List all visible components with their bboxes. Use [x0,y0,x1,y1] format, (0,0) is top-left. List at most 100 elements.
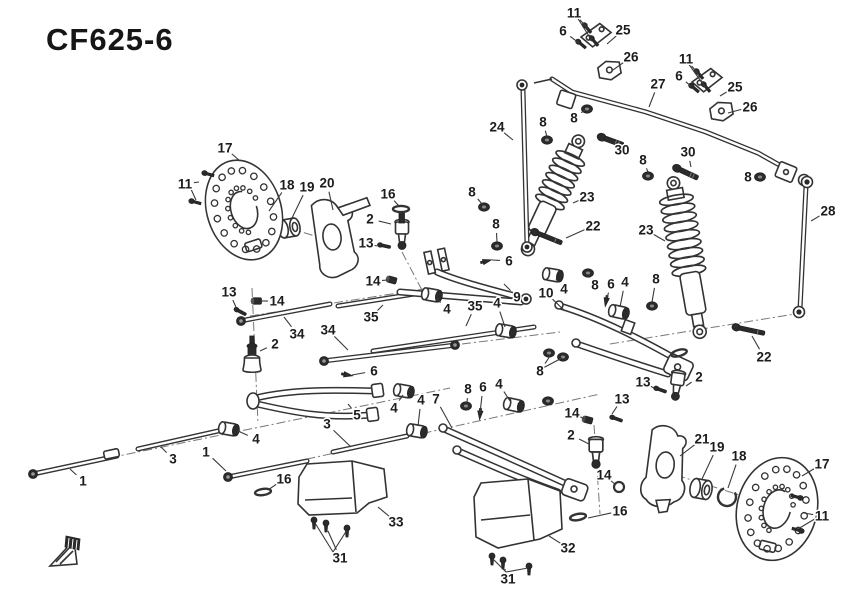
leader-line-19 [701,454,714,480]
leader-line-8 [651,287,655,303]
leader-line-22 [751,335,761,350]
brake-disc-guard-17-left [200,157,288,263]
leader-line-2 [378,220,392,225]
leader-line-11 [803,512,814,516]
leader-line-3 [333,429,352,448]
arm-guard-33 [297,460,388,516]
lower-a-arm-left-5 [246,382,385,423]
part-label-8: 8 [639,153,647,168]
leader-line-2 [578,438,590,445]
part-label-24: 24 [489,120,505,135]
part-label-19: 19 [709,440,724,455]
leader-line-25 [719,91,728,97]
part-label-11: 11 [679,52,694,67]
part-label-34: 34 [320,323,336,338]
part-label-2: 2 [567,428,575,443]
leader-line-8 [588,275,591,278]
leader-line-2 [259,347,268,352]
part-label-3: 3 [323,417,331,432]
part-label-13: 13 [614,392,630,407]
part-label-22: 22 [756,350,771,365]
upper-a-arm-left-9 [396,247,532,306]
leader-line-4 [503,391,511,402]
part-label-8: 8 [536,364,544,379]
leader-line-6 [569,35,580,44]
stabilizer-link-28 [792,175,814,319]
part-label-8: 8 [652,272,660,287]
part-label-35: 35 [467,299,483,314]
part-label-8: 8 [591,278,599,293]
part-label-16: 16 [276,472,292,487]
tie-rod-1-right [223,458,310,482]
leader-line-6 [685,81,693,88]
page-title: CF625-6 [46,22,174,57]
part-label-2: 2 [271,337,279,352]
leader-line-14 [579,416,586,420]
leader-line-8 [495,232,498,243]
part-label-21: 21 [694,432,710,447]
leader-line-16 [393,200,400,207]
part-label-1: 1 [79,474,87,489]
steering-knuckle-21-right [639,425,687,514]
upper-a-arm-right-10 [554,300,694,382]
leader-line-8 [544,355,551,364]
leader-line-33 [377,506,390,517]
leader-line-6 [351,372,366,376]
leader-line-30 [689,160,692,168]
leader-line-26 [612,61,625,71]
leader-line-21 [679,444,696,457]
tie-rod-1-left [28,447,121,479]
leader-line-8 [645,168,649,173]
tie-rod-3-right [330,433,410,455]
part-label-4: 4 [443,302,451,317]
part-label-18: 18 [731,449,747,464]
part-label-17: 17 [814,457,829,472]
part-label-16: 16 [380,187,396,202]
leader-line-32 [548,535,561,544]
part-label-27: 27 [650,77,665,92]
pivot-shaft-35-upper [335,291,417,309]
part-label-6: 6 [370,364,378,379]
part-label-13: 13 [635,375,651,390]
part-label-8: 8 [744,170,752,185]
bar-rubber-block-26-left [596,60,622,81]
leader-line-22 [565,229,585,239]
leader-line-5 [347,403,352,409]
leader-line-7 [439,406,453,429]
leader-line-35 [376,304,384,312]
part-label-13: 13 [358,236,374,251]
leader-line-17 [801,468,815,477]
part-label-4: 4 [493,296,501,311]
hardware-fasteners [187,21,806,576]
part-label-4: 4 [252,432,260,447]
part-label-30: 30 [680,145,695,160]
leader-line-14 [610,480,617,486]
leader-line-6 [479,395,483,414]
tie-rod-3-left [135,428,221,452]
part-label-9: 9 [513,290,521,305]
leader-line-30 [612,141,616,145]
part-label-31: 31 [500,572,516,587]
leader-line-27 [648,92,656,108]
leader-line-4 [555,278,559,283]
bar-rubber-block-26-right [708,101,734,122]
part-label-14: 14 [365,274,381,289]
part-label-28: 28 [820,204,836,219]
leader-line-4 [398,394,404,401]
part-label-33: 33 [388,515,404,530]
leader-line-20 [328,191,334,211]
leader-line-8 [477,198,483,205]
part-label-6: 6 [479,380,487,395]
steering-knuckle-20-left [310,196,372,279]
leader-line-17 [231,153,241,162]
leader-line-16 [267,483,277,491]
part-label-4: 4 [560,282,568,297]
leader-line-9 [503,283,512,292]
part-label-2: 2 [695,370,703,385]
leader-line-31 [327,530,337,550]
leader-line-3 [160,446,168,454]
leader-line-35 [465,313,472,327]
part-label-11: 11 [815,509,830,524]
leader-line-26 [727,108,742,114]
